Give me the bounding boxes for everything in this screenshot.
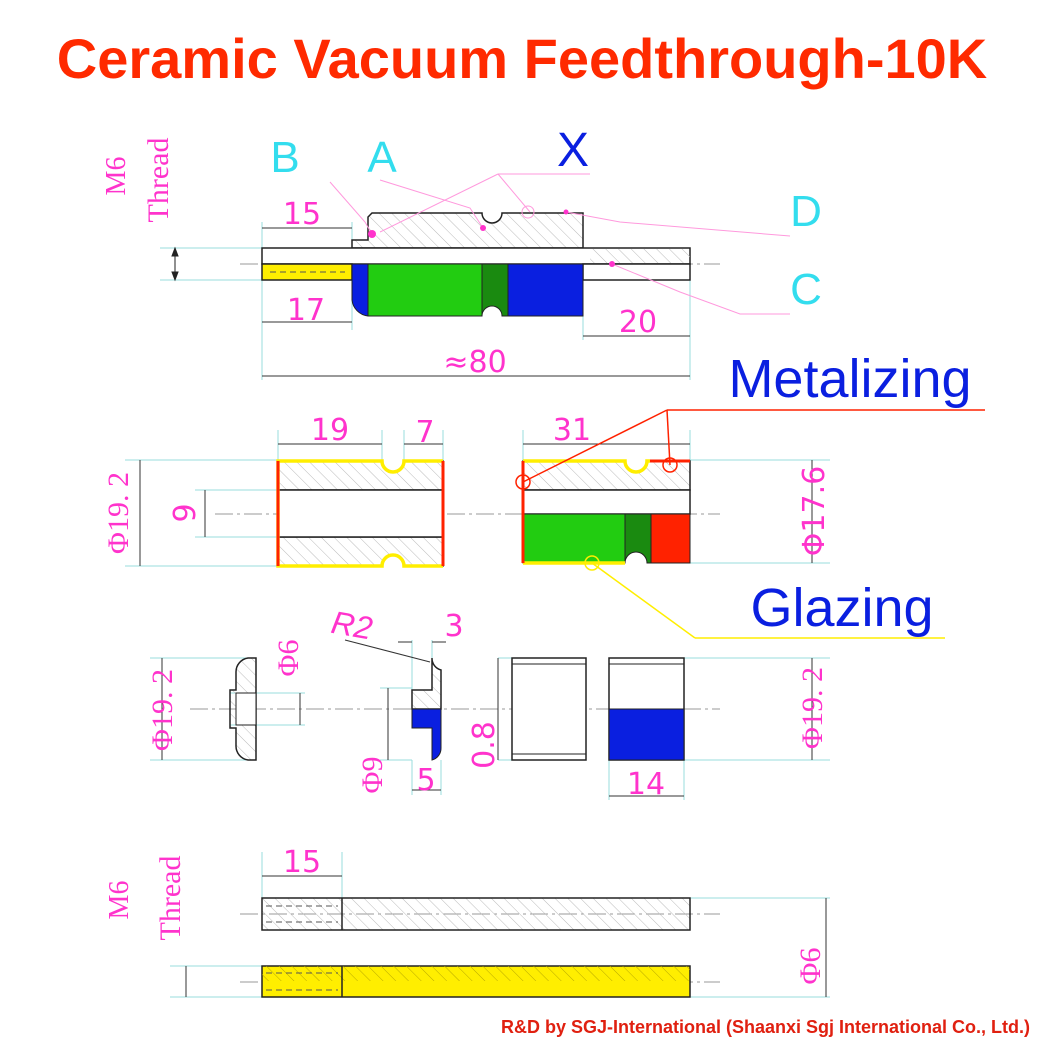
pin-extension-lines [170,852,830,998]
leader-dot-a [480,225,486,231]
pin-lower-hatch [262,966,690,981]
leader-dot-c [609,261,615,267]
cup-2-lower [411,708,442,761]
ceramic-dim-7: 7 [415,415,434,450]
leader-circle-x [521,205,535,219]
pin-upper-body [261,897,691,931]
assembly-dimension-lines [262,227,690,377]
glazing-label: Glazing [750,578,933,638]
pin-thread-size: M6 [104,881,135,920]
assembly-thread-word: Thread [142,138,175,223]
glazing-leader [584,555,945,639]
assembly-thread-arrow [171,246,179,282]
assembly-left-cup [351,263,369,317]
ring-4-blue-half [608,708,685,761]
cup-2-upper [411,657,442,710]
ceramic-dimension-lines [139,443,813,566]
ceramic-left-upper [277,460,444,491]
cup-dim-0-8: 0.8 [467,721,502,769]
ceramic-dim-9: 9 [168,503,203,522]
ceramic-left-bore [277,489,444,538]
cup-dia-19-2: Φ19. 2 [146,669,179,751]
cup-dia-19-2-right: Φ19. 2 [796,667,829,749]
assembly-ceramic [367,263,483,317]
assembly-upper-section [351,212,584,249]
leader-dot-b [368,230,376,238]
cup-dim-r2: R2 [329,604,376,647]
assembly-dim-15: 15 [283,197,321,232]
assembly-ceramic-groove [481,263,509,317]
assembly-dim-80: ≈80 [443,345,506,380]
assembly-pin-hatch [590,249,690,263]
cup-views: R2 3 Φ19. 2 Φ6 Φ9 5 0.8 14 Φ19. 2 [146,604,830,802]
metalizing-label: Metalizing [728,349,971,409]
page-title: Ceramic Vacuum Feedthrough-10K [57,27,987,90]
ceramic-extension-lines [125,430,830,567]
assembly-right-cup [507,263,584,317]
assembly-leader-lines [329,173,791,315]
ceramic-dia-19-2: Φ19. 2 [102,472,135,554]
pin-dia-6: Φ6 [794,948,827,985]
ring-3-outline [511,657,587,761]
cup-dim-14: 14 [627,767,665,802]
ceramic-right-metalized-end [650,513,691,564]
assembly-dim-17: 17 [287,293,325,328]
pin-dimension-lines [185,875,827,997]
part-label-c: C [790,265,822,314]
ceramic-right-green [522,513,626,564]
assembly-view: B A X D C M6 Thread 15 17 20 ≈80 [101,124,822,380]
ceramic-left-lower [277,536,444,567]
cup-1-bore [235,692,257,726]
ceramic-dim-31: 31 [553,413,591,448]
part-label-b: B [270,133,299,182]
ceramic-right-upper [522,460,691,491]
assembly-thread-size: M6 [101,157,132,196]
ceramic-dim-19: 19 [311,413,349,448]
assembly-pin-lower [582,263,691,281]
cup-dimension-lines [161,639,813,797]
pin-dim-15: 15 [283,845,321,880]
assembly-dim-20: 20 [619,305,657,340]
cup-extension-lines [150,640,830,800]
pin-views: M6 Thread 15 Φ6 [104,845,830,998]
credit-line: R&D by SGJ-International (Shaanxi Sgj In… [501,1017,1030,1037]
cup-dia-6: Φ6 [272,640,305,677]
ceramic-right-groove [624,513,652,564]
cup-dim-5: 5 [416,763,435,798]
ceramic-right-glaze-top [523,459,650,474]
pin-thread-word: Thread [154,856,187,941]
part-label-x: X [557,124,589,177]
part-label-a: A [367,133,397,182]
leader-dot-d [563,209,569,215]
ceramic-views: Metalizing Glazing 19 7 31 Φ19. 2 9 Φ17.… [102,349,985,639]
metalizing-leader [515,409,985,490]
ceramic-dia-17-6: Φ17.6 [797,466,832,556]
cup-dim-3: 3 [444,609,463,644]
cup-dia-9: Φ9 [356,757,389,794]
ceramic-right-bore [522,489,691,515]
part-label-d: D [790,187,822,236]
